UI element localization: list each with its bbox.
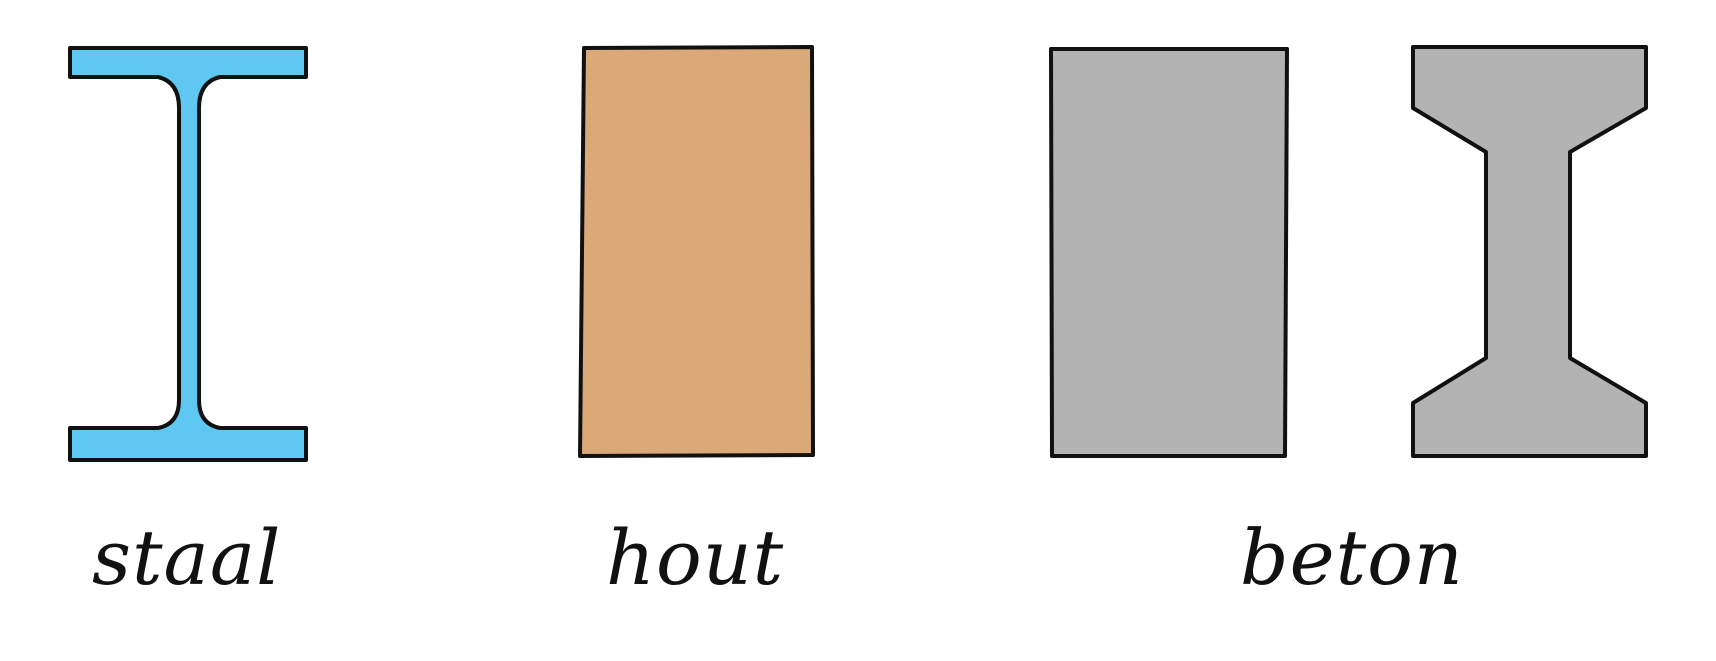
concrete-label: beton: [1240, 513, 1464, 602]
concrete-rectangular-section: [1049, 47, 1289, 458]
steel-i-beam-section: [68, 46, 308, 462]
wood-rectangular-section: [578, 45, 815, 458]
steel-label: staal: [92, 513, 282, 602]
wood-label: hout: [606, 513, 785, 602]
concrete-i-beam-section: [1411, 45, 1648, 458]
